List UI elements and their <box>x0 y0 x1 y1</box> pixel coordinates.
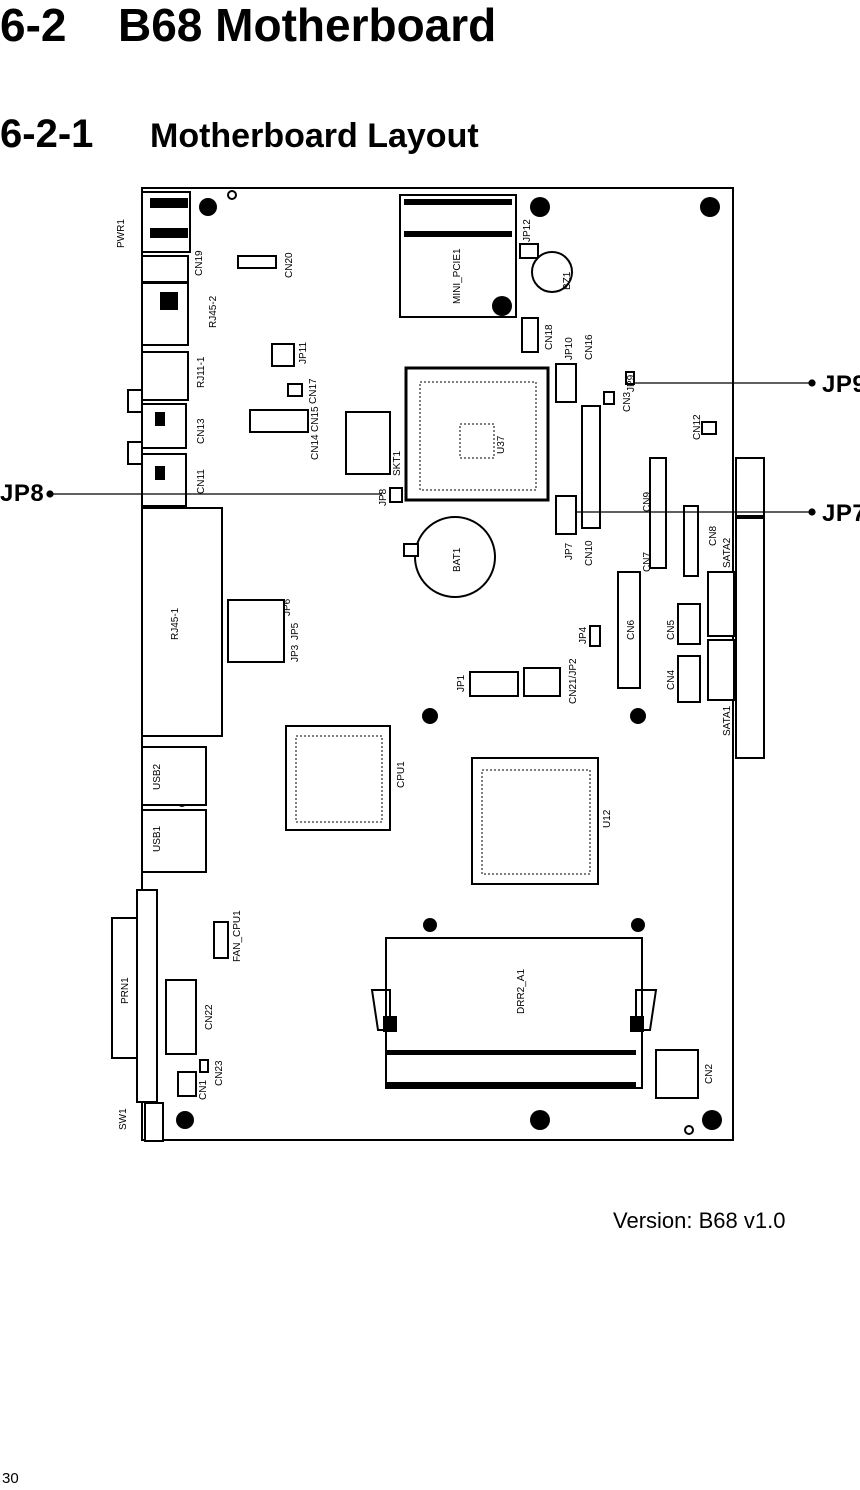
label-cn17: CN17 <box>308 378 319 404</box>
subsection-heading: 6-2-1 Motherboard Layout <box>0 112 479 157</box>
label-cn23: CN23 <box>214 1060 225 1086</box>
label-fan-cpu1: FAN_CPU1 <box>232 910 243 962</box>
board-outline <box>141 187 734 1141</box>
label-cn2: CN2 <box>704 1064 715 1084</box>
label-cn7: CN7 <box>642 552 653 572</box>
label-jp4: JP4 <box>578 626 589 644</box>
label-cpu1: CPU1 <box>396 761 407 788</box>
label-usb2: USB2 <box>152 763 163 790</box>
label-cn4: CN4 <box>666 670 677 690</box>
page-number: 30 <box>2 1470 19 1487</box>
callout-jp8: JP8 <box>0 480 45 507</box>
label-cn10: CN10 <box>584 540 595 566</box>
callout-lines <box>46 379 816 516</box>
label-cn21-jp2: CN21/JP2 <box>568 658 579 704</box>
label-jp7: JP7 <box>564 542 575 560</box>
label-mini-pcie1: MINI_PCIE1 <box>452 248 463 304</box>
callout-jp7: JP7 <box>822 500 860 527</box>
version-label: Version: B68 v1.0 <box>613 1208 786 1233</box>
label-sata1: SATA1 <box>722 705 733 736</box>
label-cn6: CN6 <box>626 620 637 640</box>
label-drr2-a1: DRR2_A1 <box>516 969 527 1014</box>
label-jp10: JP10 <box>564 337 575 360</box>
label-sw1: SW1 <box>118 1108 129 1130</box>
label-bat1: BAT1 <box>452 547 463 572</box>
subsection-title: Motherboard Layout <box>150 117 479 155</box>
label-rj45-2: RJ45-2 <box>208 295 219 328</box>
label-cn19: CN19 <box>194 250 205 276</box>
label-cn13: CN13 <box>196 418 207 444</box>
label-jp11: JP11 <box>298 342 309 364</box>
label-cn18: CN18 <box>544 324 555 350</box>
label-cn1: CN1 <box>198 1080 209 1100</box>
subsection-number: 6-2-1 <box>0 112 94 156</box>
label-jp3: JP3 <box>290 644 301 662</box>
label-rj11-1: RJ11-1 <box>196 356 207 388</box>
label-prn1: PRN1 <box>120 977 131 1004</box>
label-cn22: CN22 <box>204 1004 215 1030</box>
label-skt1: SKT1 <box>392 451 403 476</box>
label-cn3: CN3 <box>622 392 633 412</box>
label-pwr1: PWR1 <box>116 219 127 248</box>
label-cn16: CN16 <box>584 334 595 360</box>
label-cn5: CN5 <box>666 620 677 640</box>
label-cn12: CN12 <box>692 414 703 440</box>
label-u12: U12 <box>602 809 613 828</box>
section-title: B68 Motherboard <box>118 0 497 51</box>
label-jp6: JP6 <box>282 598 293 616</box>
section-heading: 6-2 B68 Motherboard <box>0 0 496 50</box>
label-jp8: JP8 <box>378 488 389 506</box>
label-cn15: CN15 <box>310 406 321 432</box>
section-number: 6-2 <box>0 0 67 51</box>
label-rj45-1: RJ45-1 <box>170 607 181 640</box>
motherboard-layout-diagram: PWR1 CN19 CN20 RJ45-2 RJ11-1 JP11 CN17 C… <box>46 187 816 1142</box>
label-cn11: CN11 <box>196 469 207 494</box>
mounting-holes <box>176 197 722 1130</box>
label-cn9: CN9 <box>642 492 653 512</box>
label-cn20: CN20 <box>284 252 295 278</box>
label-usb1: USB1 <box>152 825 163 852</box>
label-bz1: BZ1 <box>562 271 573 290</box>
label-jp12: JP12 <box>522 219 533 242</box>
label-cn14: CN14 <box>310 434 321 460</box>
label-jp9: JP9 <box>626 374 637 392</box>
label-cn8: CN8 <box>708 526 719 546</box>
label-jp5: JP5 <box>290 622 301 640</box>
label-jp1: JP1 <box>456 674 467 692</box>
callout-jp9: JP9 <box>822 371 860 398</box>
label-sata2: SATA2 <box>722 537 733 568</box>
label-u37: U37 <box>496 435 507 454</box>
